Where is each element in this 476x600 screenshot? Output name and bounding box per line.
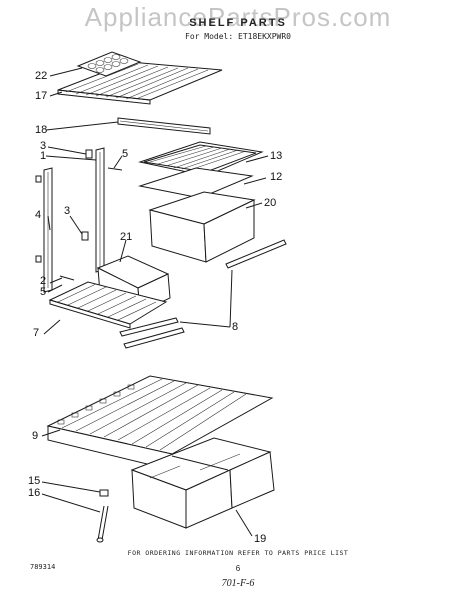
callout-12: 12 (270, 171, 283, 183)
roller-parts (96, 489, 109, 543)
callout-3: 3 (40, 140, 47, 152)
top-shelf (57, 61, 223, 105)
watermark: AppliancePartsPros.com (84, 2, 392, 32)
callout-5b: 5 (40, 286, 47, 298)
ordering-note: FOR ORDERING INFORMATION REFER TO PARTS … (127, 549, 349, 557)
lower-crisper-cover (46, 375, 274, 471)
callout-15: 15 (28, 475, 41, 487)
callout-17: 17 (35, 90, 48, 102)
rail-clips (35, 149, 123, 281)
shelf-rail-right (95, 147, 105, 273)
wire-shelf (48, 281, 168, 329)
page-number: 6 (235, 564, 241, 573)
callout-7: 7 (33, 327, 40, 339)
shelf-frame-bar (117, 117, 211, 135)
crisper-glass (138, 167, 254, 199)
callout-18: 18 (35, 124, 48, 136)
callout-22: 22 (35, 70, 48, 82)
callout-3b: 3 (64, 205, 71, 217)
callout-2: 2 (40, 275, 47, 287)
callout-1: 1 (40, 150, 47, 162)
crisper-rail (225, 239, 287, 269)
document-code: 789314 (30, 563, 56, 571)
callout-21: 21 (120, 231, 133, 243)
lower-crisper-pans (130, 437, 275, 529)
shelf-rail-left (43, 167, 53, 293)
callout-13: 13 (270, 150, 283, 162)
leader-lines (41, 67, 269, 537)
callout-20: 20 (264, 197, 277, 209)
diagram-title: SHELF PARTS (189, 17, 287, 29)
callout-9: 9 (32, 430, 39, 442)
handwritten-mark: 701-F-6 (221, 578, 255, 589)
callout-4: 4 (35, 209, 42, 221)
callout-16: 16 (28, 487, 41, 499)
crisper-pan (148, 191, 256, 263)
shelf-slides (119, 317, 185, 349)
callout-19: 19 (254, 533, 267, 545)
callout-5: 5 (122, 148, 129, 160)
callout-8: 8 (232, 321, 239, 333)
model-line: For Model: ET18EKXPWR0 (185, 32, 291, 41)
egg-tray (76, 51, 142, 77)
